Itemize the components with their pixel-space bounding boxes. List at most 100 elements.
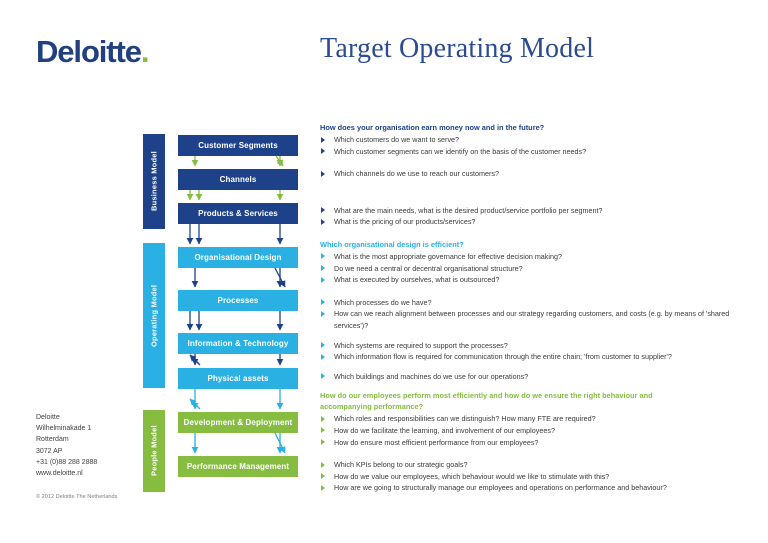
node-physical-assets[interactable]: Physical assets [178,368,298,389]
page-title: Target Operating Model [320,33,595,64]
bullet-group: Which buildings and machines do we use f… [320,371,740,383]
bullet-marker-icon [321,373,325,380]
node-processes[interactable]: Processes [178,290,298,311]
bullet-group: Which systems are required to support th… [320,340,740,363]
spacer [320,448,740,459]
section-people-model: How do our employees perform most effici… [320,390,740,494]
list-item: Which customers do we want to serve? [320,134,740,146]
list-item-text: Which customer segments can we identify … [334,146,587,156]
node-channels[interactable]: Channels [178,169,298,190]
section-business-model: How does your organisation earn money no… [320,122,740,228]
list-item: Which KPIs belong to our strategic goals… [320,459,740,471]
list-item: What is the most appropriate governance … [320,251,740,263]
deloitte-logo: Deloitte. [36,34,150,69]
list-item-text: How can we reach alignment between proce… [334,309,730,330]
spacer [320,286,740,297]
list-item-text: Which channels do we use to reach our cu… [334,169,499,179]
node-organisational-design[interactable]: Organisational Design [178,247,298,268]
band-people-model: People Model [143,410,165,492]
questions-column: How does your organisation earn money no… [320,122,740,494]
address-line: 3072 AP [36,447,63,455]
address-line: Rotterdam [36,436,69,444]
bullet-marker-icon [321,461,325,468]
bullet-marker-icon [321,136,325,143]
logo-dot: . [140,34,150,69]
list-item: Which buildings and machines do we use f… [320,371,740,383]
list-item-text: What is the most appropriate governance … [334,251,562,261]
list-item-text: How do we facilitate the learning, and i… [334,425,555,435]
list-item: Which roles and responsibilities can we … [320,413,740,425]
list-item-text: What is the pricing of our products/serv… [334,217,476,227]
bullet-group: Which channels do we use to reach our cu… [320,168,740,180]
spacer [320,382,740,390]
bullet-marker-icon [321,484,325,491]
list-item-text: Do we need a central or decentral organi… [334,263,523,273]
copyright-notice: © 2012 Deloitte The Netherlands [36,494,118,500]
list-item-text: Which buildings and machines do we use f… [334,371,529,381]
address-line: Wilhelminakade 1 [36,425,92,433]
list-item-text: What are the main needs, what is the des… [334,205,603,215]
bullet-marker-icon [321,207,325,214]
bullet-marker-icon [321,427,325,434]
list-item: Which channels do we use to reach our cu… [320,168,740,180]
address-line: Deloitte [36,414,60,421]
list-item: Do we need a central or decentral organi… [320,263,740,275]
list-item: Which customer segments can we identify … [320,146,740,158]
list-item: How do we facilitate the learning, and i… [320,425,740,437]
node-performance-management[interactable]: Performance Management [178,456,298,477]
spacer [320,228,740,239]
website-url[interactable]: www.deloitte.nl [36,470,83,478]
list-item-text: How are we going to structurally manage … [334,483,667,493]
list-item-text: How do we value our employees, which beh… [334,471,610,481]
spacer [320,363,740,371]
bullet-marker-icon [321,310,325,317]
spacer [320,332,740,340]
node-development-deployment[interactable]: Development & Deployment [178,412,298,433]
node-information-technology[interactable]: Information & Technology [178,333,298,354]
list-item-text: Which systems are required to support th… [334,340,508,350]
list-item-text: How do ensure most efficient performance… [334,437,539,447]
logo-wordmark: Deloitte [36,34,142,69]
bullet-group: Which roles and responsibilities can we … [320,413,740,448]
bullet-marker-icon [321,218,325,225]
bullet-group: Which customers do we want to serve? Whi… [320,134,740,157]
spacer [320,157,740,168]
address-block: Deloitte Wilhelminakade 1 Rotterdam 3072… [36,412,97,479]
bullet-marker-icon [321,253,325,260]
list-item-text: Which customers do we want to serve? [334,135,460,144]
node-customer-segments[interactable]: Customer Segments [178,135,298,156]
list-item: What is the pricing of our products/serv… [320,216,740,228]
list-item-text: Which processes do we have? [334,297,432,307]
list-item: Which systems are required to support th… [320,340,740,352]
bullet-marker-icon [321,342,325,349]
list-item: How can we reach alignment between proce… [320,308,740,331]
bullet-group: Which KPIs belong to our strategic goals… [320,459,740,494]
list-item: Which processes do we have? [320,297,740,309]
list-item-text: Which roles and responsibilities can we … [334,414,596,424]
bullet-marker-icon [321,276,325,283]
list-item: What are the main needs, what is the des… [320,205,740,217]
bullet-marker-icon [321,473,325,480]
section-operating-model: Which organisational design is efficient… [320,239,740,382]
bullet-group: What is the most appropriate governance … [320,251,740,286]
bullet-group: Which processes do we have? How can we r… [320,297,740,332]
section-heading: How does your organisation earn money no… [320,123,545,132]
bullet-marker-icon [321,265,325,272]
band-label: People Model [149,425,159,477]
spacer [320,180,740,205]
list-item-text: What is executed by ourselves, what is o… [334,275,500,285]
band-business-model: Business Model [143,134,165,229]
list-item: How do ensure most efficient performance… [320,437,740,449]
bullet-group: What are the main needs, what is the des… [320,205,740,228]
list-item: How do we value our employees, which beh… [320,471,740,483]
node-products-services[interactable]: Products & Services [178,203,298,224]
bullet-marker-icon [321,299,325,306]
list-item-text: Which information flow is required for c… [334,352,672,362]
list-item: What is executed by ourselves, what is o… [320,274,740,286]
band-operating-model: Operating Model [143,243,165,388]
bullet-marker-icon [321,148,325,155]
band-label: Business Model [149,151,159,212]
bullet-marker-icon [321,170,325,177]
band-label: Operating Model [149,284,159,347]
